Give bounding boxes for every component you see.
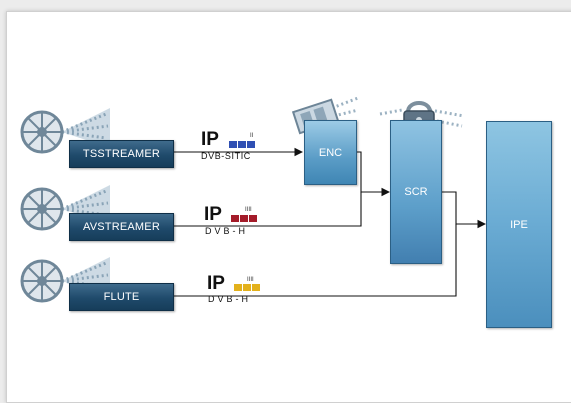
scr-box[interactable]: SCR <box>390 120 442 264</box>
ip-ticks-2: IIII <box>245 207 252 213</box>
ip-ticks-1: II <box>250 133 254 139</box>
ip-label-3: IP <box>207 273 225 294</box>
standard-label-1: DVB-SITIC <box>201 151 251 161</box>
ip-packet-blocks-2 <box>231 215 257 222</box>
tsstreamer-box[interactable]: TSSTREAMER <box>69 140 174 168</box>
avstreamer-box[interactable]: AVSTREAMER <box>69 213 174 241</box>
standard-label-2: DVB-H <box>205 226 249 236</box>
connector-scr-to-ipe <box>440 191 487 229</box>
ip-label-1: IP <box>201 129 219 150</box>
flute-box[interactable]: FLUTE <box>69 283 174 311</box>
standard-label-3: DVB-H <box>208 294 252 304</box>
connector-enc-to-scr <box>356 151 391 197</box>
ip-ticks-3: IIII <box>247 277 254 283</box>
ipe-label: IPE <box>510 218 528 231</box>
enc-label: ENC <box>318 146 343 159</box>
ipe-box[interactable]: IPE <box>486 121 552 328</box>
avstreamer-label: AVSTREAMER <box>83 221 160 233</box>
diagram-canvas: TSSTREAMER AVSTREAMER FLUTE IP II DVB-SI… <box>6 11 571 403</box>
connector-avstreamer-to-scr <box>172 192 362 227</box>
connector-flute-to-ipe <box>172 224 457 297</box>
flute-label: FLUTE <box>103 291 140 303</box>
connector-lines <box>172 147 487 297</box>
ip-packet-blocks-3 <box>234 284 260 291</box>
ip-packet-blocks-1 <box>229 141 255 148</box>
scr-label: SCR <box>404 186 428 198</box>
tsstreamer-label: TSSTREAMER <box>82 148 161 160</box>
film-reel-icon <box>20 108 110 154</box>
ip-label-2: IP <box>204 204 222 225</box>
enc-box[interactable]: ENC <box>304 120 357 185</box>
